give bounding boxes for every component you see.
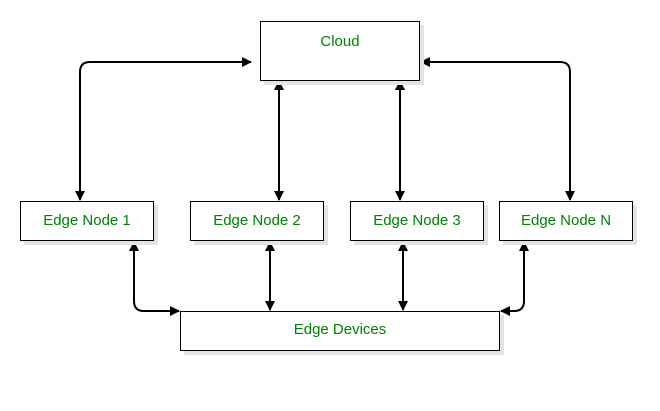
edge-node-n: Edge Node N bbox=[499, 201, 633, 241]
connector-cloud-edge-node-n bbox=[420, 57, 575, 201]
edge-node-2-label: Edge Node 2 bbox=[213, 212, 301, 229]
connector-edge-node-n-devices bbox=[500, 241, 529, 316]
edge-node-3-label: Edge Node 3 bbox=[373, 212, 461, 229]
edge-node-1: Edge Node 1 bbox=[20, 201, 154, 241]
connector-edge-node-1-devices bbox=[129, 241, 180, 316]
edge-devices-node: Edge Devices bbox=[180, 311, 500, 351]
edge-node-n-label: Edge Node N bbox=[520, 212, 612, 229]
cloud-node: Cloud bbox=[260, 21, 420, 81]
edge-node-3: Edge Node 3 bbox=[350, 201, 484, 241]
edge-devices-label: Edge Devices bbox=[293, 321, 387, 338]
edge-node-1-label: Edge Node 1 bbox=[43, 212, 131, 229]
edge-node-2: Edge Node 2 bbox=[190, 201, 324, 241]
cloud-label: Cloud bbox=[320, 33, 360, 50]
connector-cloud-edge-node-1 bbox=[75, 57, 252, 201]
